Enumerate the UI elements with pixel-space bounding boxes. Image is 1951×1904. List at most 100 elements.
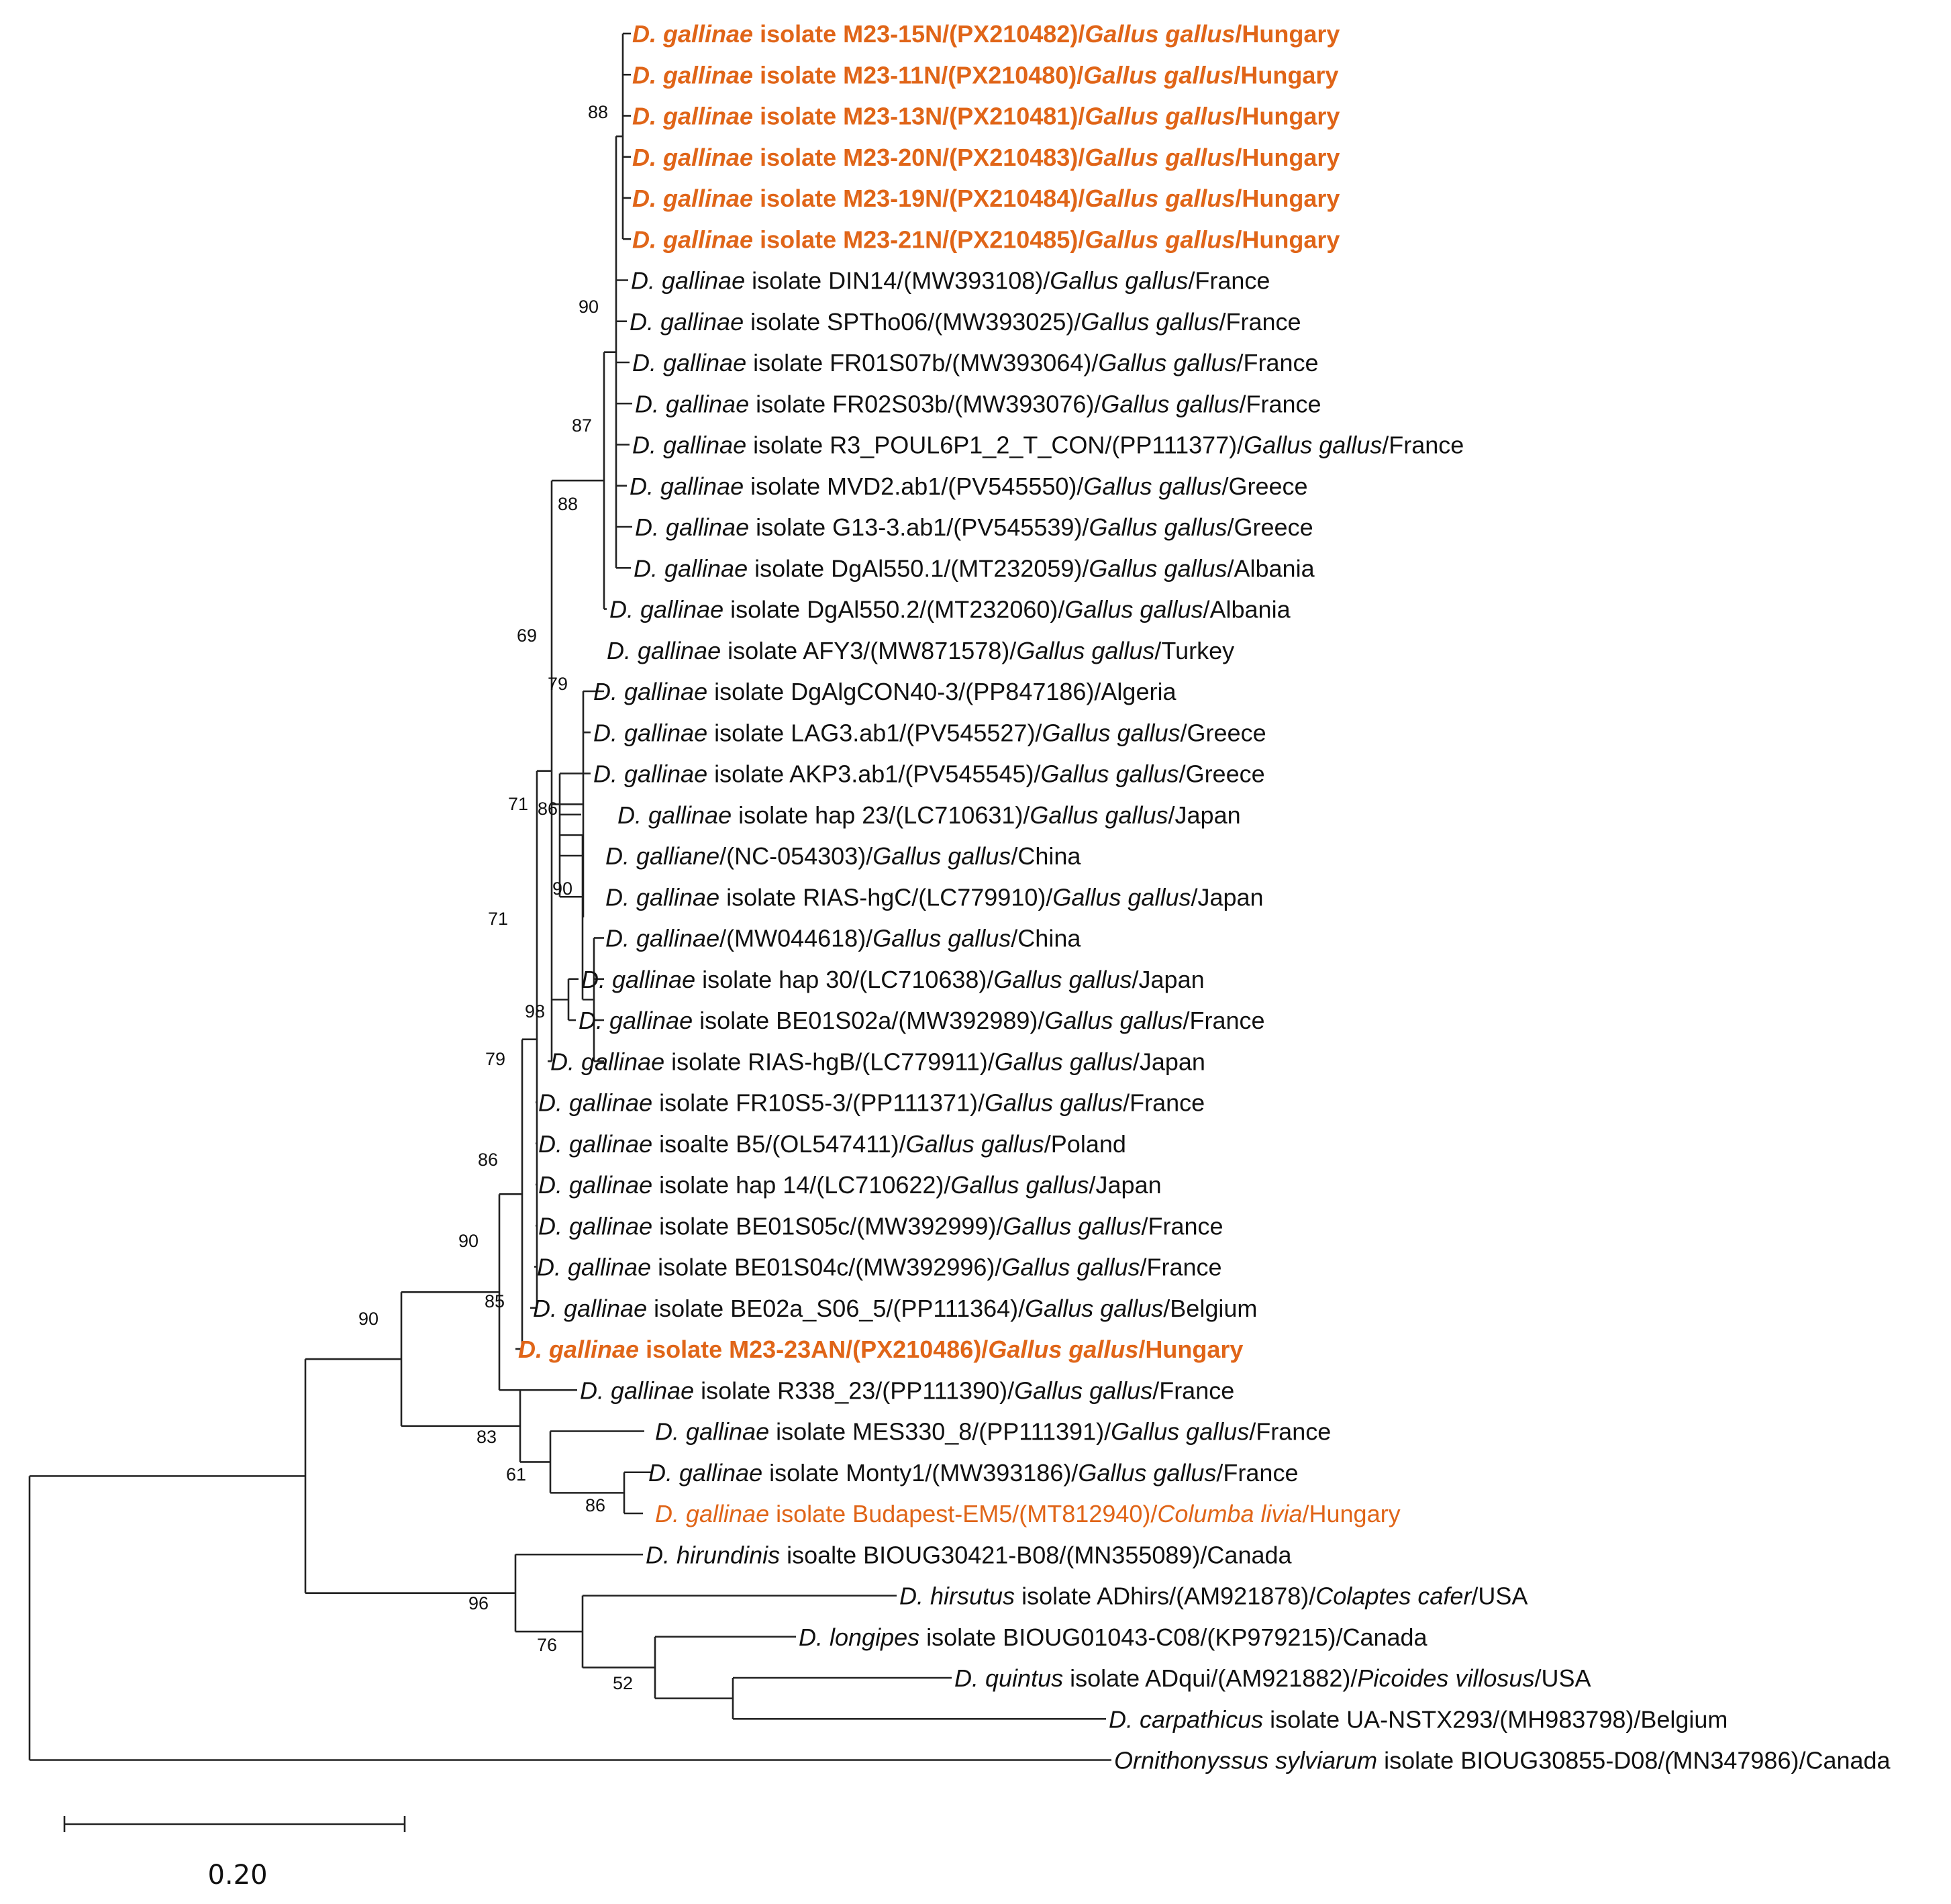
leaf-text: /Hungary xyxy=(1235,103,1340,130)
leaf-text: isolate BE01S04c/(MW392996)/ xyxy=(651,1254,1001,1281)
leaf-label: D. gallinae isolate SPTho06/(MW393025)/G… xyxy=(630,308,1301,336)
leaf-text: /France xyxy=(1152,1376,1234,1404)
bootstrap-value: 71 xyxy=(508,794,528,814)
species-name: Gallus gallus xyxy=(1098,349,1236,377)
leaf-text: isolate Budapest-EM5/(MT812940)/ xyxy=(769,1500,1157,1527)
leaf-text: isolate R3_POUL6P1_2_T_CON/(PP111377)/ xyxy=(746,432,1244,459)
leaf-text: /France xyxy=(1123,1089,1205,1117)
species-name: Gallus gallus xyxy=(1081,308,1219,336)
species-name: D. gallinae xyxy=(607,637,721,664)
species-name: D. gallinae xyxy=(593,678,707,705)
leaf-label: D. gallinae isolate FR02S03b/(MW393076)/… xyxy=(635,390,1321,417)
bootstrap-value: 79 xyxy=(485,1049,505,1069)
species-name: D. gallinae xyxy=(632,185,753,212)
bootstrap-value: 96 xyxy=(468,1593,489,1613)
leaf-text: /Belgium xyxy=(1163,1295,1257,1322)
species-name: D. gallinae xyxy=(632,349,746,377)
bootstrap-value: 90 xyxy=(458,1231,479,1251)
bootstrap-value: 86 xyxy=(585,1495,605,1515)
tree-branches xyxy=(28,32,1111,1761)
leaf-text: isolate AFY3/(MW871578)/ xyxy=(721,637,1016,664)
species-name: Ornithonyssus sylviarum xyxy=(1114,1747,1377,1774)
species-name: D. gallinae xyxy=(593,760,707,788)
leaf-text: /Greece xyxy=(1228,513,1313,541)
leaf-text: MN347986)/Canada xyxy=(1672,1747,1891,1774)
leaf-label: D. gallinae isolate M23-13N/(PX210481)/G… xyxy=(632,103,1340,130)
leaf-text: /Japan xyxy=(1168,801,1241,829)
species-name: D. gallinae xyxy=(648,1459,762,1487)
leaf-text: /Greece xyxy=(1222,472,1308,500)
leaf-label: D. gallinae isolate hap 14/(LC710622)/Ga… xyxy=(538,1171,1162,1199)
species-name: Colaptes cafer xyxy=(1315,1583,1472,1610)
species-name: Gallus gallus xyxy=(906,1130,1044,1158)
leaf-text: /China xyxy=(1011,842,1081,870)
leaf-text: /Hungary xyxy=(1138,1336,1243,1363)
species-name: Columba livia xyxy=(1157,1500,1302,1527)
species-name: Gallus gallus xyxy=(1052,883,1191,911)
species-name: Gallus gallus xyxy=(1083,472,1221,500)
leaf-text: isolate FR02S03b/(MW393076)/ xyxy=(749,390,1101,417)
species-name: D. quintus xyxy=(954,1664,1063,1692)
species-name: D. gallinae xyxy=(538,1130,652,1158)
leaf-label: D. gallinae isolate LAG3.ab1/(PV545527)/… xyxy=(593,719,1266,746)
bootstrap-value: 88 xyxy=(558,494,578,514)
leaf-label: D. gallinae isolate MVD2.ab1/(PV545550)/… xyxy=(630,472,1308,500)
species-name: D. gallinae xyxy=(632,61,753,89)
leaf-text: /Albania xyxy=(1203,596,1291,623)
species-name: D. gallinae xyxy=(631,267,745,295)
leaf-label: D. gallinae isolate M23-21N/(PX210485)/G… xyxy=(632,226,1340,253)
species-name: D. gallinae xyxy=(605,883,719,911)
leaf-text: /Hungary xyxy=(1235,20,1340,48)
leaf-text: isolate AKP3.ab1/(PV545545)/ xyxy=(707,760,1040,788)
species-name: D. gallinae xyxy=(518,1336,639,1363)
bootstrap-value: 79 xyxy=(548,674,568,694)
leaf-label: D. gallinae isolate FR01S07b/(MW393064)/… xyxy=(632,349,1319,377)
leaf-label: D. quintus isolate ADqui/(AM921882)/Pico… xyxy=(954,1664,1591,1692)
leaf-text: isolate RIAS-hgB/(LC779911)/ xyxy=(664,1048,995,1075)
leaf-text: isolate BE01S05c/(MW392999)/ xyxy=(652,1212,1003,1240)
species-name: D. gallinae xyxy=(538,1089,652,1117)
leaf-label: D. gallinae isolate AFY3/(MW871578)/Gall… xyxy=(607,637,1234,664)
species-name: Gallus gallus xyxy=(872,925,1011,952)
leaf-label: D. carpathicus isolate UA-NSTX293/(MH983… xyxy=(1109,1705,1728,1733)
leaf-label: D. gallinae isolate BE01S05c/(MW392999)/… xyxy=(538,1212,1223,1240)
species-name: Gallus gallus xyxy=(1001,1254,1140,1281)
species-name: Gallus gallus xyxy=(993,966,1132,993)
species-name: D. gallinae xyxy=(609,596,723,623)
bootstrap-value: 88 xyxy=(588,102,608,122)
leaf-label: D. gallinae isolate RIAS-hgB/(LC779911)/… xyxy=(550,1048,1205,1075)
species-name: D. gallinae xyxy=(605,925,719,952)
species-name: D. gallinae xyxy=(635,390,749,417)
leaf-text: isolate M23-13N/(PX210481)/ xyxy=(753,103,1085,130)
leaf-text: isolate FR01S07b/(MW393064)/ xyxy=(746,349,1098,377)
species-name: D. galliane xyxy=(605,842,719,870)
leaf-text: /Hungary xyxy=(1303,1500,1401,1527)
leaf-text: isolate hap 23/(LC710631)/ xyxy=(732,801,1030,829)
leaf-label: D. hirsutus isolate ADhirs/(AM921878)/Co… xyxy=(899,1583,1528,1610)
leaf-text: /France xyxy=(1219,308,1301,336)
scale-bar: 0.20 xyxy=(63,1816,406,1891)
leaf-text: isolate FR10S5-3/(PP111371)/ xyxy=(652,1089,985,1117)
leaf-text: /France xyxy=(1188,267,1270,295)
species-name: D. gallinae xyxy=(538,1212,652,1240)
leaf-text: /Hungary xyxy=(1234,61,1338,89)
species-name: Gallus gallus xyxy=(1085,103,1235,130)
species-name: D. longipes xyxy=(799,1623,919,1651)
species-name: D. hirundinis xyxy=(646,1541,780,1568)
species-name: D. gallinae xyxy=(630,308,744,336)
leaf-text: isolate BE01S02a/(MW392989)/ xyxy=(693,1007,1044,1034)
species-name: Gallus gallus xyxy=(1064,596,1203,623)
leaf-text: /USA xyxy=(1534,1664,1591,1692)
leaf-text: /Japan xyxy=(1089,1171,1162,1199)
species-name: Picoides villosus xyxy=(1357,1664,1534,1692)
bootstrap-value: 90 xyxy=(579,297,599,317)
species-name: D. gallinae xyxy=(632,432,746,459)
leaf-text: /France xyxy=(1239,390,1321,417)
bootstrap-value: 98 xyxy=(525,1001,545,1021)
bootstrap-value: 61 xyxy=(506,1464,526,1485)
bootstrap-value: 87 xyxy=(572,415,592,436)
leaf-text: isolate R338_23/(PP111390)/ xyxy=(694,1376,1014,1404)
leaf-text: isolate DgAl550.1/(MT232059)/ xyxy=(748,554,1089,582)
species-name: Gallus gallus xyxy=(1040,760,1179,788)
